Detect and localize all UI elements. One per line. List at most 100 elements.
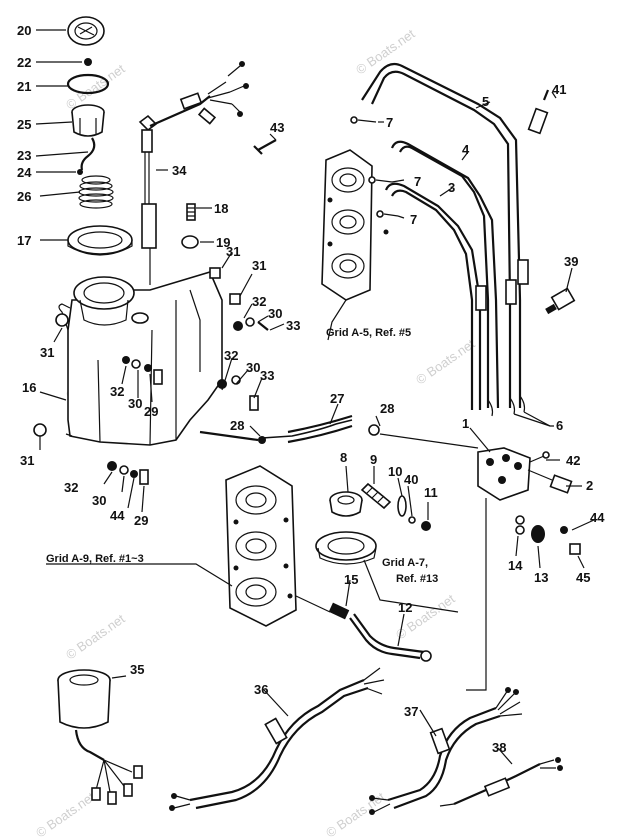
- callout-label: 7: [386, 115, 393, 130]
- hardware-pump: [515, 515, 581, 555]
- watermark: © Boats.net: [63, 611, 128, 663]
- callout-label: 14: [508, 558, 523, 573]
- manifold-lower-part: [225, 465, 297, 627]
- bolt-part: [209, 267, 221, 279]
- clip-part: [80, 137, 96, 171]
- callout-label: 31: [20, 453, 34, 468]
- fuel-hoses-part: [361, 62, 529, 417]
- leader-lines: [35, 29, 595, 765]
- spring-part: [78, 175, 114, 209]
- callout-label: 7: [410, 212, 417, 227]
- callout-label: 3: [448, 180, 455, 195]
- ball-part: [84, 58, 92, 66]
- callout-label: 22: [17, 55, 31, 70]
- callout-label: 9: [370, 452, 377, 467]
- filler-cap-part: [67, 16, 105, 46]
- callout-label: 25: [17, 117, 31, 132]
- oil-pump-part: [466, 447, 573, 691]
- callout-label: 32: [224, 348, 238, 363]
- callout-label: 30: [92, 493, 106, 508]
- watermark: © Boats.net: [413, 336, 478, 388]
- grid-references: Grid A-5, Ref. #5 Grid A-9, Ref. #1~3 Gr…: [46, 327, 438, 585]
- watermark: © Boats.net: [33, 789, 98, 840]
- callout-label: 45: [576, 570, 590, 585]
- callout-label: 33: [286, 318, 300, 333]
- callout-label: 32: [64, 480, 78, 495]
- callout-label: 39: [564, 254, 578, 269]
- callout-label: 31: [40, 345, 54, 360]
- manifold-upper-part: [321, 149, 373, 301]
- callout-label: 16: [22, 380, 36, 395]
- oil-hose-part: [199, 414, 479, 449]
- callout-label: 29: [144, 404, 158, 419]
- callout-label: 11: [424, 485, 438, 500]
- sender-part: [57, 669, 143, 805]
- nut-part: [421, 521, 431, 531]
- strainer-part: [315, 531, 459, 613]
- callout-label: 34: [172, 163, 187, 178]
- callout-label: 32: [252, 294, 266, 309]
- ring-part: [66, 73, 110, 95]
- harness-36-part: [169, 667, 385, 811]
- callout-label: 31: [226, 244, 240, 259]
- callout-label: 31: [252, 258, 266, 273]
- seal-ring-part: [67, 225, 133, 256]
- harness-38-part: [439, 757, 563, 807]
- callout-label: 19: [216, 235, 230, 250]
- screw-part: [360, 482, 392, 510]
- callout-label: 40: [404, 472, 418, 487]
- callout-label: 32: [110, 384, 124, 399]
- washer-part: [397, 495, 407, 517]
- callout-label: 12: [398, 600, 412, 615]
- hose-clips-part: [350, 116, 399, 235]
- watermark: © Boats.net: [63, 61, 128, 113]
- callout-label: 38: [492, 740, 506, 755]
- screw-part: [253, 139, 277, 155]
- grommet-part: [181, 235, 199, 249]
- callout-label: 33: [260, 368, 274, 383]
- callout-label: 13: [534, 570, 548, 585]
- callout-label: 24: [17, 165, 32, 180]
- callout-label: 36: [254, 682, 268, 697]
- grid-ref-a7-line2: Ref. #13: [396, 573, 438, 585]
- callout-label: 18: [214, 201, 228, 216]
- callout-label: 29: [134, 513, 148, 528]
- callout-label: 15: [344, 572, 358, 587]
- callouts: 20 22 21 25 23 24 26 17 34 18 19 31 31 3…: [17, 23, 605, 755]
- callout-label: 17: [17, 233, 31, 248]
- callout-label: 37: [404, 704, 418, 719]
- callout-label: 44: [110, 508, 125, 523]
- clip-ball-part: [77, 169, 83, 175]
- callout-label: 35: [130, 662, 144, 677]
- callout-label: 21: [17, 79, 31, 94]
- grid-ref-a5: Grid A-5, Ref. #5: [326, 327, 411, 339]
- callout-label: 30: [246, 360, 260, 375]
- callout-label: 42: [566, 453, 580, 468]
- callout-label: 27: [330, 391, 344, 406]
- callout-label: 26: [17, 189, 31, 204]
- callout-label: 28: [380, 401, 394, 416]
- callout-label: 10: [388, 464, 402, 479]
- callout-label: 2: [586, 478, 593, 493]
- fuel-pipe-part: [295, 595, 432, 662]
- callout-label: 28: [230, 418, 244, 433]
- plug-part: [527, 89, 550, 135]
- callout-label: 30: [268, 306, 282, 321]
- hardware-left: [33, 313, 163, 485]
- callout-label: 20: [17, 23, 31, 38]
- callout-label: 41: [552, 82, 566, 97]
- filter-part: [329, 491, 363, 517]
- level-gauge-part: [138, 114, 158, 285]
- callout-label: 23: [17, 148, 31, 163]
- connector-part: [545, 287, 576, 315]
- oil-tank-part: [58, 271, 223, 446]
- callout-label: 4: [462, 142, 470, 157]
- callout-label: 1: [462, 416, 469, 431]
- grid-ref-a9: Grid A-9, Ref. #1~3: [46, 553, 144, 565]
- callout-label: 30: [128, 396, 142, 411]
- watermark: © Boats.net: [323, 789, 388, 840]
- callout-label: 5: [482, 94, 489, 109]
- parts: [33, 16, 581, 815]
- cap-body-part: [71, 104, 105, 137]
